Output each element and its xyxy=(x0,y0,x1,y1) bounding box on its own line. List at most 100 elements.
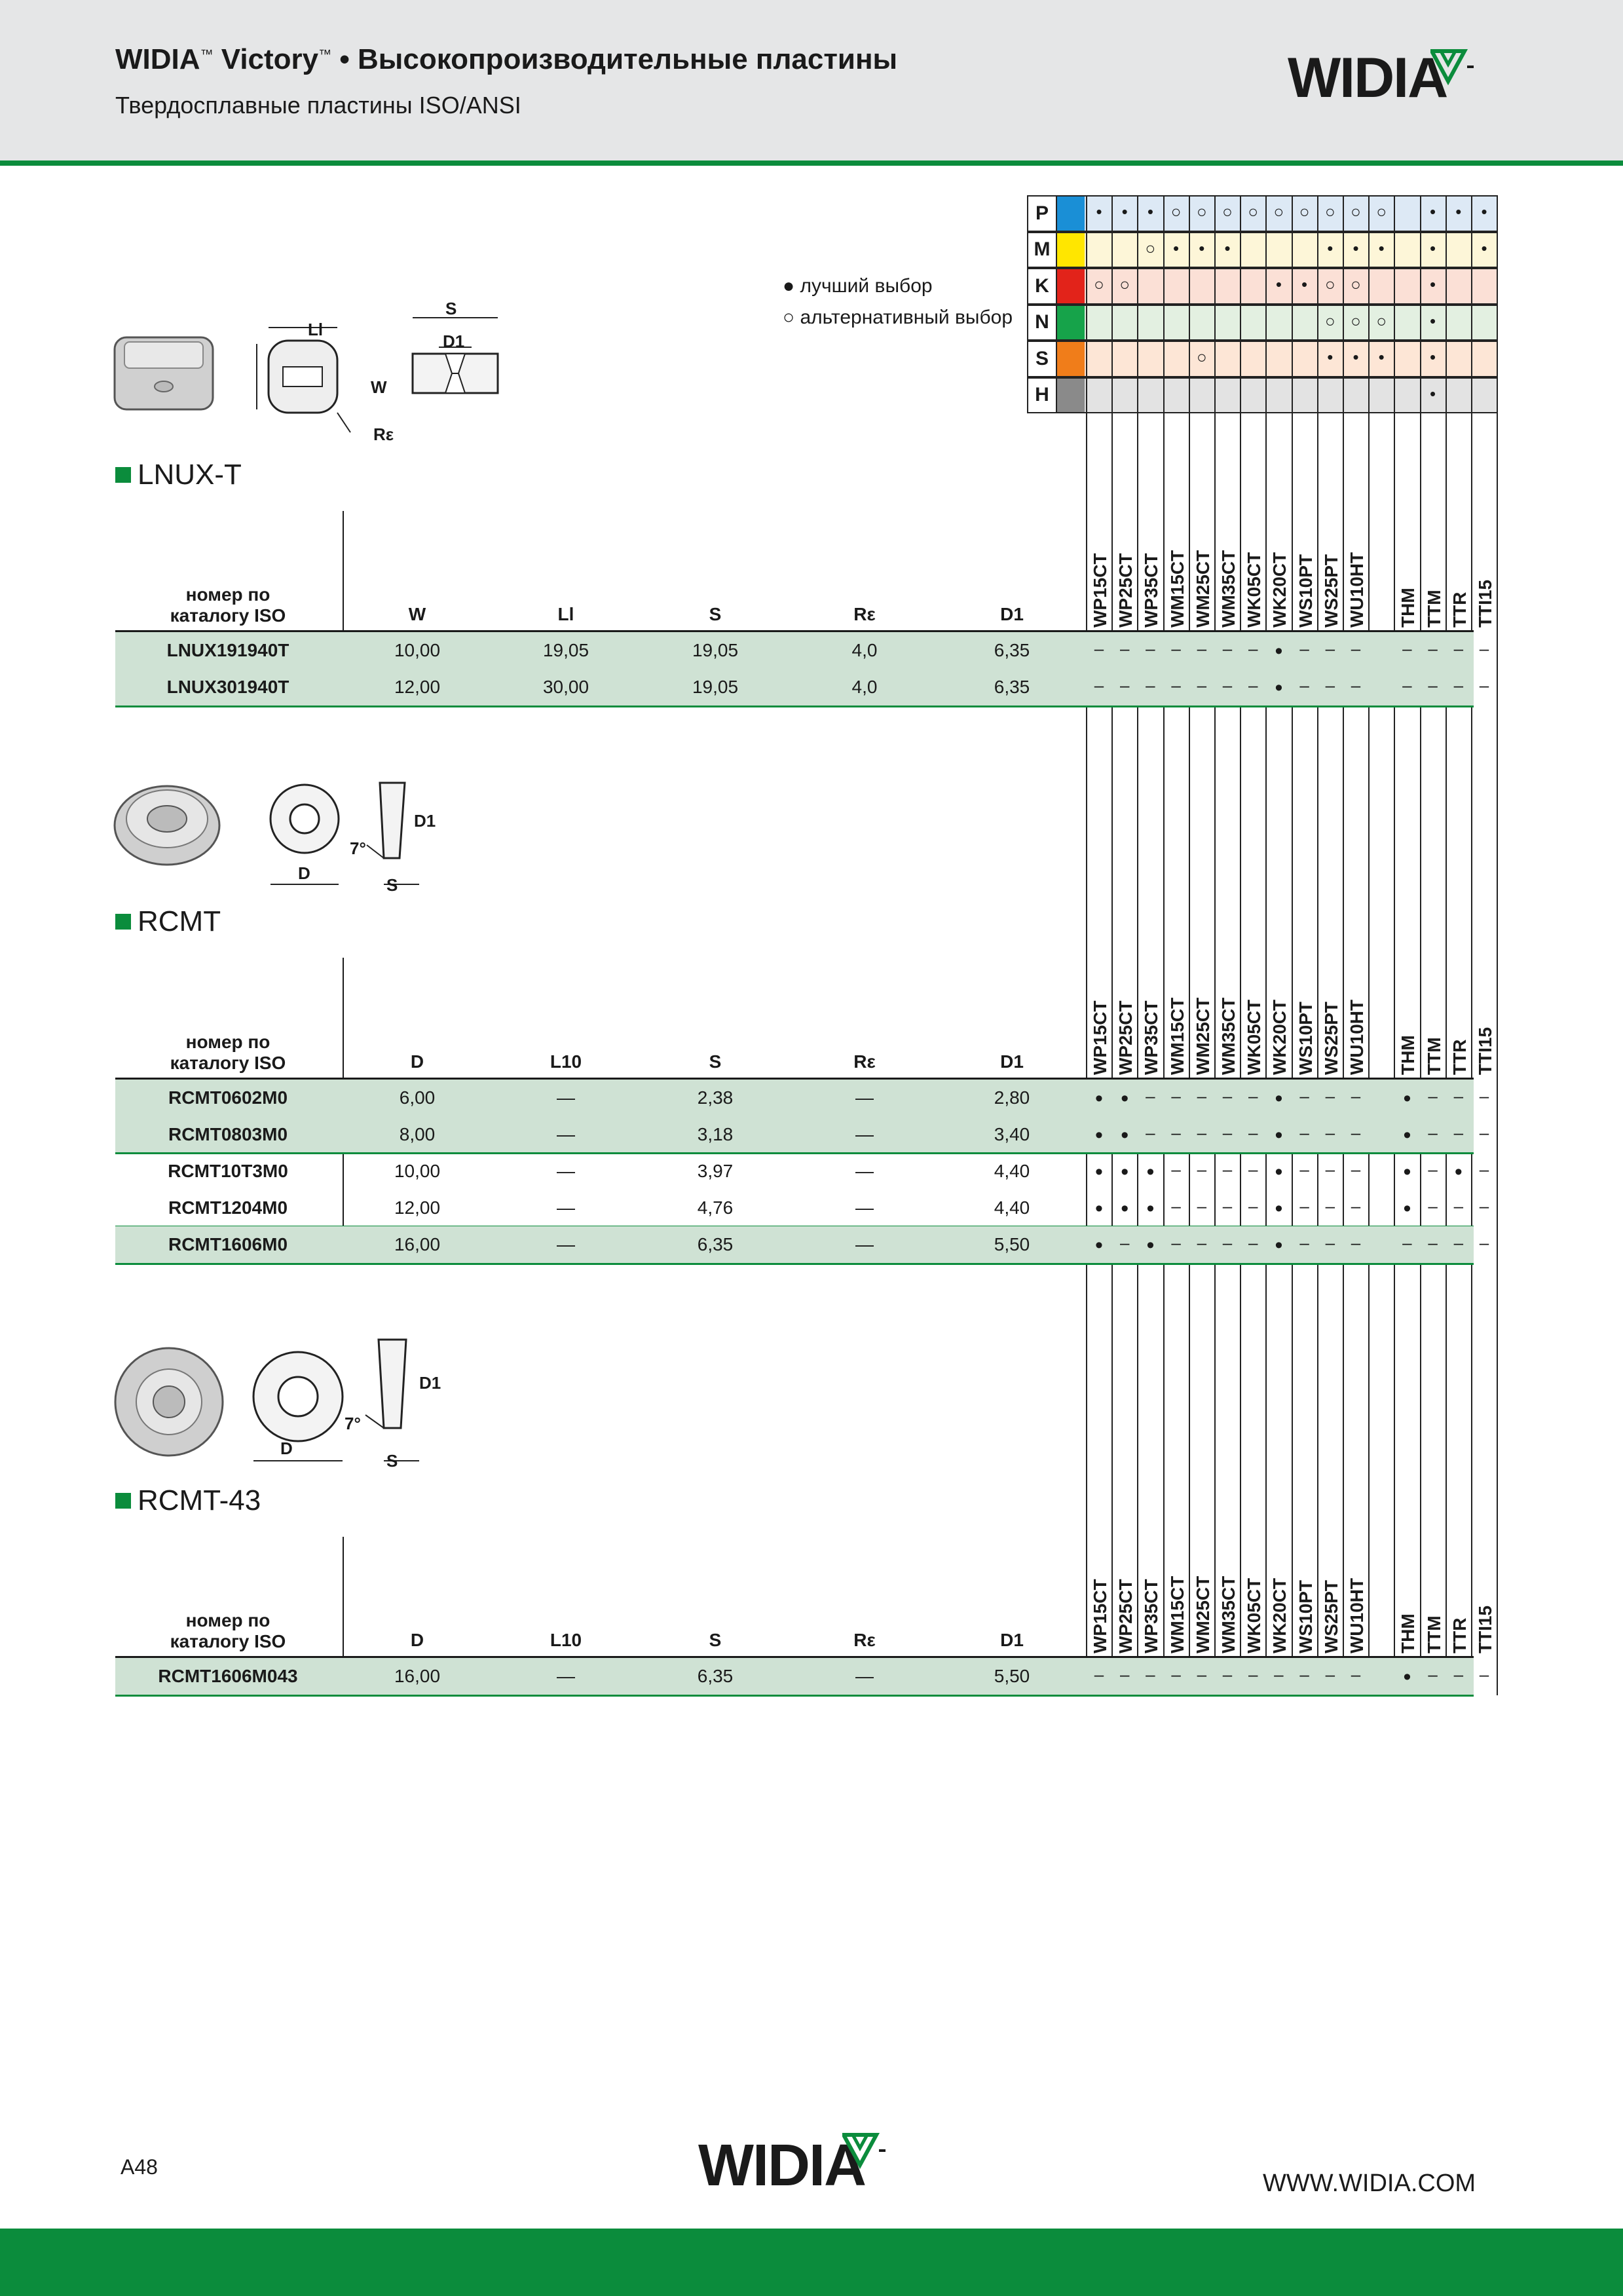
page-number: A48 xyxy=(121,2155,158,2179)
grade-header: WM35CT xyxy=(1218,997,1239,1075)
material-s-label: S xyxy=(1027,341,1057,377)
material-p-row xyxy=(1085,195,1497,232)
grade-mark: – xyxy=(1325,1123,1335,1142)
grade-mark: – xyxy=(1197,1233,1207,1252)
table-cell: 4,40 xyxy=(994,1197,1030,1218)
iso-code: RCMT1204M0 xyxy=(168,1197,288,1218)
iso-code: RCMT1606M0 xyxy=(168,1234,288,1254)
material-grade-mark: ○ xyxy=(1324,274,1335,294)
grade-header: THM xyxy=(1398,588,1419,628)
material-grade-mark: • xyxy=(1430,383,1436,404)
grade-mark: – xyxy=(1325,675,1335,695)
rcmt43-3d-insert xyxy=(114,1347,224,1457)
grade-mark: • xyxy=(1095,1086,1103,1111)
material-s-swatch xyxy=(1056,341,1086,377)
table-cell: 6,35 xyxy=(994,677,1030,697)
grade-mark: – xyxy=(1171,1159,1181,1179)
column-header: S xyxy=(709,1051,722,1072)
lnux-label-w: W xyxy=(371,377,387,397)
material-grade-mark: • xyxy=(1352,347,1359,367)
grade-mark: – xyxy=(1428,1233,1438,1252)
iso-column-rule xyxy=(343,1537,344,1695)
table-cell: 10,00 xyxy=(394,640,441,660)
table-cell: 2,38 xyxy=(697,1087,734,1108)
table-row-band xyxy=(115,1116,1474,1153)
grade-mark: – xyxy=(1402,1233,1412,1252)
grade-mark: • xyxy=(1275,639,1283,664)
grade-header: WP35CT xyxy=(1141,1000,1162,1075)
rcmt-label-angle: 7° xyxy=(350,838,366,858)
rcmt-label-d1: D1 xyxy=(414,811,436,831)
material-m-label: M xyxy=(1027,231,1057,268)
grade-mark: – xyxy=(1146,1086,1155,1106)
column-header: D xyxy=(410,1051,424,1072)
material-n-swatch xyxy=(1056,304,1086,341)
column-header: Rε xyxy=(853,604,876,624)
grade-column-rule xyxy=(1291,195,1293,1695)
grade-column-rule xyxy=(1163,195,1165,1695)
grade-header: THM xyxy=(1398,1613,1419,1653)
section-title: RCMT xyxy=(115,905,221,938)
grade-mark: – xyxy=(1453,1665,1464,1684)
grade-mark: • xyxy=(1146,1233,1155,1258)
material-grade-mark: ○ xyxy=(1119,274,1130,294)
grade-header: WP25CT xyxy=(1115,1000,1136,1075)
table-cell: 16,00 xyxy=(394,1666,441,1686)
grade-header: WP15CT xyxy=(1090,1000,1110,1075)
grade-mark: – xyxy=(1325,1159,1335,1179)
grade-mark: – xyxy=(1222,1159,1233,1179)
grade-mark: – xyxy=(1248,1665,1258,1684)
rcmt43-label-s: S xyxy=(386,1451,398,1471)
material-grade-mark: ○ xyxy=(1145,238,1156,258)
grade-column-rule xyxy=(1343,195,1344,1695)
section-title-square-icon xyxy=(115,1493,131,1509)
grade-header: WM25CT xyxy=(1192,1575,1213,1653)
grade-header: TTR xyxy=(1449,1617,1470,1653)
column-header: D xyxy=(410,1630,424,1650)
table-cell: 16,00 xyxy=(394,1234,441,1254)
grade-mark: – xyxy=(1351,1665,1361,1684)
grade-column-rule xyxy=(1240,195,1242,1695)
table-cell: 4,0 xyxy=(851,640,878,660)
grade-header: WS10PT xyxy=(1295,1001,1316,1075)
grade-mark: – xyxy=(1351,639,1361,658)
grade-mark: • xyxy=(1121,1123,1129,1148)
grade-mark: – xyxy=(1428,1196,1438,1216)
grade-mark: – xyxy=(1325,639,1335,658)
rcmt43-top-view xyxy=(252,1351,344,1461)
rcmt43-label-angle: 7° xyxy=(345,1414,361,1433)
material-k-label: K xyxy=(1027,268,1057,305)
grade-header: TTI15 xyxy=(1475,1026,1495,1075)
grade-mark: – xyxy=(1146,675,1155,695)
iso-header-line2: каталогу ISO xyxy=(170,605,286,626)
material-grade-mark: ○ xyxy=(1299,202,1310,221)
section-title-text: RCMT xyxy=(138,905,221,937)
footer-url-link[interactable]: WWW.WIDIA.COM xyxy=(1263,2170,1476,2197)
material-grade-mark: ○ xyxy=(1248,202,1259,221)
grade-mark: – xyxy=(1351,1123,1361,1142)
grade-header: WM25CT xyxy=(1192,997,1213,1075)
material-grade-mark: • xyxy=(1455,202,1462,221)
table-cell: 19,05 xyxy=(692,640,739,660)
iso-header-line2: каталогу ISO xyxy=(170,1053,286,1073)
table-bottom-rule xyxy=(115,706,1474,707)
grade-mark: – xyxy=(1453,1086,1464,1106)
material-grade-mark: ○ xyxy=(1324,202,1335,221)
grade-mark: – xyxy=(1351,1086,1361,1106)
grade-mark: – xyxy=(1222,1086,1233,1106)
column-header: W xyxy=(408,604,426,624)
material-grade-mark: • xyxy=(1301,274,1308,294)
table-row-band xyxy=(115,1080,1474,1116)
grade-mark: • xyxy=(1095,1123,1103,1148)
table-cell: — xyxy=(855,1234,874,1254)
lnux-label-s: S xyxy=(445,299,457,318)
iso-header-line1: номер по xyxy=(185,1610,270,1630)
material-grade-mark: ○ xyxy=(1376,311,1387,331)
section-title-text: LNUX-T xyxy=(138,459,242,491)
grade-mark: – xyxy=(1479,1159,1489,1179)
grade-column-rule xyxy=(1497,195,1499,1695)
table-bottom-rule xyxy=(115,1263,1474,1265)
grade-header: WP25CT xyxy=(1115,1579,1136,1653)
